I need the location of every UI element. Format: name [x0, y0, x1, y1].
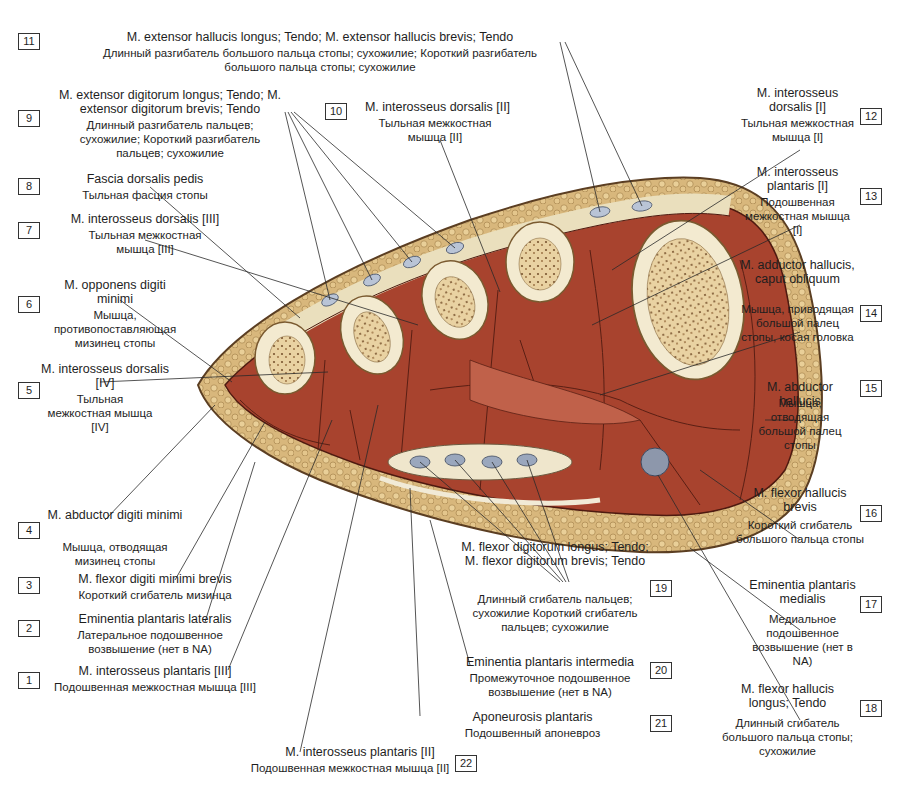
russian-term: Мышца, противопоставляющая мизинец стопы [45, 308, 185, 350]
latin-term: M. interosseus plantaris [III] [45, 664, 265, 678]
callout-box: 7 [18, 222, 40, 239]
callout-number: 14 [865, 307, 877, 319]
callout-number: 20 [655, 664, 667, 676]
callout-box: 6 [18, 296, 40, 313]
latin-term: M. interosseus dorsalis [I] [740, 86, 855, 114]
latin-term: M. flexor hallucis brevis [745, 486, 855, 514]
latin-term: M. interosseus dorsalis [IV] [40, 362, 170, 390]
callout-number: 10 [330, 105, 342, 117]
callout-box: 3 [18, 577, 40, 594]
russian-term: Тыльная фасция стопы [45, 188, 245, 202]
callout-box: 4 [18, 522, 40, 539]
callout-box: 18 [860, 700, 882, 717]
russian-term: Подошвенная межкостная мышца [III] [45, 680, 265, 694]
callout-box: 12 [860, 108, 882, 125]
muscle-layer [225, 202, 798, 516]
russian-term: Длинный сгибатель большого пальца стопы;… [720, 716, 855, 758]
latin-term: M. adductor hallucis, caput obliquum [740, 258, 855, 286]
callout-number: 8 [26, 180, 32, 192]
callout-number: 1 [26, 674, 32, 686]
russian-term: Латеральное подошвенное возвышение (нет … [45, 628, 255, 656]
metatarsal-bones [255, 212, 756, 394]
russian-term: Подошвенный апоневроз [420, 726, 645, 740]
russian-term: Тыльная межкостная мышца [III] [75, 228, 215, 256]
latin-term: M. flexor digitorum longus; Tendo; M. fl… [455, 540, 655, 568]
callout-box: 22 [455, 755, 477, 772]
russian-term: Подошвенная межкостная мышца [I] [740, 195, 855, 237]
callout-box: 20 [650, 662, 672, 679]
latin-term: Fascia dorsalis pedis [45, 172, 245, 186]
russian-term: Длинный разгибатель большого пальца стоп… [90, 46, 550, 74]
russian-term: Мышца, приводящая большой палец стопы, к… [740, 302, 855, 344]
callout-box: 16 [860, 505, 882, 522]
callout-number: 19 [655, 582, 667, 594]
skin-and-fat [198, 178, 822, 553]
callout-number: 2 [26, 622, 32, 634]
russian-term: Длинный разгибатель пальцев; сухожилие; … [55, 118, 285, 160]
latin-term: M. interosseus plantaris [I] [740, 165, 855, 193]
russian-term: Медиальное подошвенное возвышение (нет в… [745, 612, 860, 668]
russian-term: Короткий сгибатель мизинца [45, 588, 265, 602]
russian-term: Тыльная межкостная мышца [II] [360, 116, 510, 144]
russian-term: Мышца, отводящая мизинец стопы [55, 540, 175, 568]
callout-number: 17 [865, 598, 877, 610]
russian-term: Мышца, отводящая большой палец стопы [750, 396, 850, 452]
callout-box: 15 [860, 380, 882, 397]
callout-number: 22 [460, 757, 472, 769]
callout-number: 16 [865, 507, 877, 519]
callout-box: 13 [860, 188, 882, 205]
latin-term: M. extensor hallucis longus; Tendo; M. e… [60, 30, 580, 44]
callout-number: 6 [26, 298, 32, 310]
callout-box: 1 [18, 672, 40, 689]
callout-box: 9 [18, 110, 40, 127]
latin-term: M. abductor digiti minimi [45, 508, 185, 522]
latin-term: M. interosseus dorsalis [III] [45, 212, 245, 226]
callout-box: 19 [650, 580, 672, 597]
callout-number: 7 [26, 224, 32, 236]
callout-number: 5 [26, 384, 32, 396]
latin-term: M. flexor digiti minimi brevis [45, 572, 265, 586]
callout-number: 13 [865, 190, 877, 202]
callout-box: 21 [650, 715, 672, 732]
latin-term: Eminentia plantaris intermedia [455, 655, 645, 669]
callout-number: 11 [23, 35, 34, 47]
callout-box: 14 [860, 305, 882, 322]
callout-number: 12 [865, 110, 877, 122]
russian-term: Длинный сгибатель пальцев; сухожилие Кор… [460, 592, 650, 634]
russian-term: Промежуточное подошвенное возвышение (не… [455, 671, 645, 699]
callout-number: 4 [26, 524, 32, 536]
dorsal-tendons [320, 200, 653, 309]
russian-term: Короткий сгибатель большого пальца стопы [735, 518, 865, 546]
latin-term: M. extensor digitorum longus; Tendo; M. … [40, 88, 300, 116]
latin-term: Eminentia plantaris medialis [745, 578, 860, 606]
callout-box: 17 [860, 596, 882, 613]
russian-term: Тыльная межкостная мышца [IV] [45, 392, 155, 434]
callout-number: 3 [26, 579, 32, 591]
latin-term: M. opponens digiti minimi [45, 278, 185, 306]
russian-term: Подошвенная межкостная мышца [II] [250, 761, 450, 775]
latin-term: Eminentia plantaris lateralis [45, 612, 265, 626]
callout-number: 21 [655, 717, 667, 729]
callout-number: 18 [865, 702, 877, 714]
callout-number: 15 [865, 382, 877, 394]
latin-term: M. flexor hallucis longus; Tendo [720, 682, 855, 710]
callout-box: 10 [325, 103, 347, 120]
callout-box: 5 [18, 382, 40, 399]
russian-term: Тыльная межкостная мышца [I] [740, 116, 855, 144]
callout-box: 2 [18, 620, 40, 637]
plantar-tendons [380, 444, 669, 503]
callout-box: 11 [18, 33, 40, 50]
callout-box: 8 [18, 178, 40, 195]
latin-term: Aponeurosis plantaris [420, 710, 645, 724]
latin-term: M. interosseus plantaris [II] [270, 745, 450, 759]
latin-term: M. interosseus dorsalis [II] [350, 100, 525, 114]
callout-number: 9 [26, 112, 32, 124]
